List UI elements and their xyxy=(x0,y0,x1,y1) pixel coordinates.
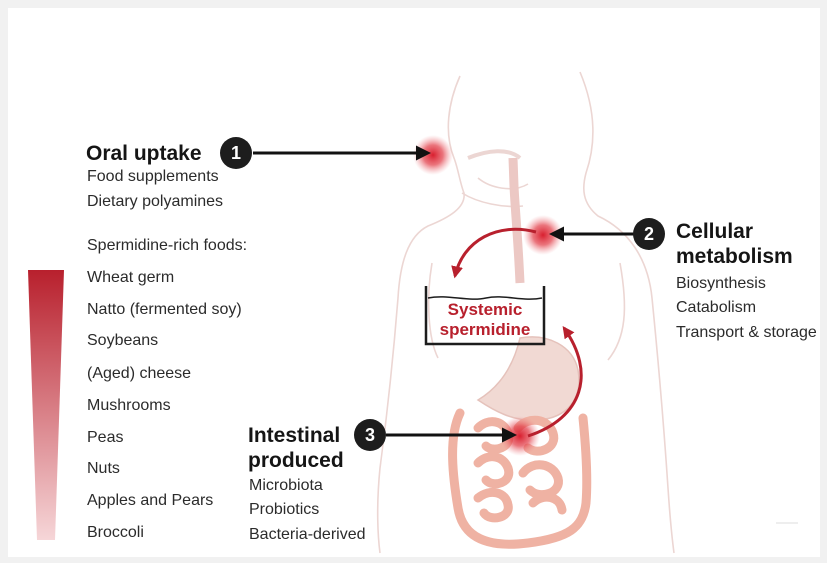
food-item: Wheat germ xyxy=(87,268,174,287)
food-richness-wedge xyxy=(28,270,64,540)
oral-uptake-title: Oral uptake xyxy=(86,142,202,166)
oral-line: Food supplements xyxy=(87,167,219,186)
cellular-line: Biosynthesis xyxy=(676,274,766,293)
food-item: Nuts xyxy=(87,459,120,478)
systemic-line2: spermidine xyxy=(426,320,544,340)
food-item: (Aged) cheese xyxy=(87,364,191,383)
systemic-line1: Systemic xyxy=(426,300,544,320)
intestinal-line: Bacteria-derived xyxy=(249,525,366,544)
stomach xyxy=(478,337,579,420)
food-item: Natto (fermented soy) xyxy=(87,300,242,319)
intestinal-title-line2: produced xyxy=(248,449,344,473)
foods-heading: Spermidine-rich foods: xyxy=(87,236,247,255)
badge-2: 2 xyxy=(633,218,665,250)
food-item: Soybeans xyxy=(87,331,158,350)
intestinal-line: Microbiota xyxy=(249,476,323,495)
food-item: Mushrooms xyxy=(87,396,171,415)
oral-line: Dietary polyamines xyxy=(87,192,223,211)
intestinal-line: Probiotics xyxy=(249,500,319,519)
oesophagus xyxy=(513,158,520,283)
cellular-title-line1: Cellular xyxy=(676,220,753,244)
cellular-line: Transport & storage xyxy=(676,323,817,342)
intestinal-title-line1: Intestinal xyxy=(248,424,340,448)
diagram-canvas: 1 2 3 Oral uptake Food supplements Dieta… xyxy=(8,8,820,557)
food-item: Apples and Pears xyxy=(87,491,213,510)
cellular-title-line2: metabolism xyxy=(676,245,793,269)
badge-3: 3 xyxy=(354,419,386,451)
food-item: Peas xyxy=(87,428,123,447)
cellular-line: Catabolism xyxy=(676,298,756,317)
badge-1: 1 xyxy=(220,137,252,169)
mouth-glow xyxy=(413,135,453,175)
food-item: Broccoli xyxy=(87,523,144,542)
systemic-spermidine-label: Systemic spermidine xyxy=(426,300,544,341)
